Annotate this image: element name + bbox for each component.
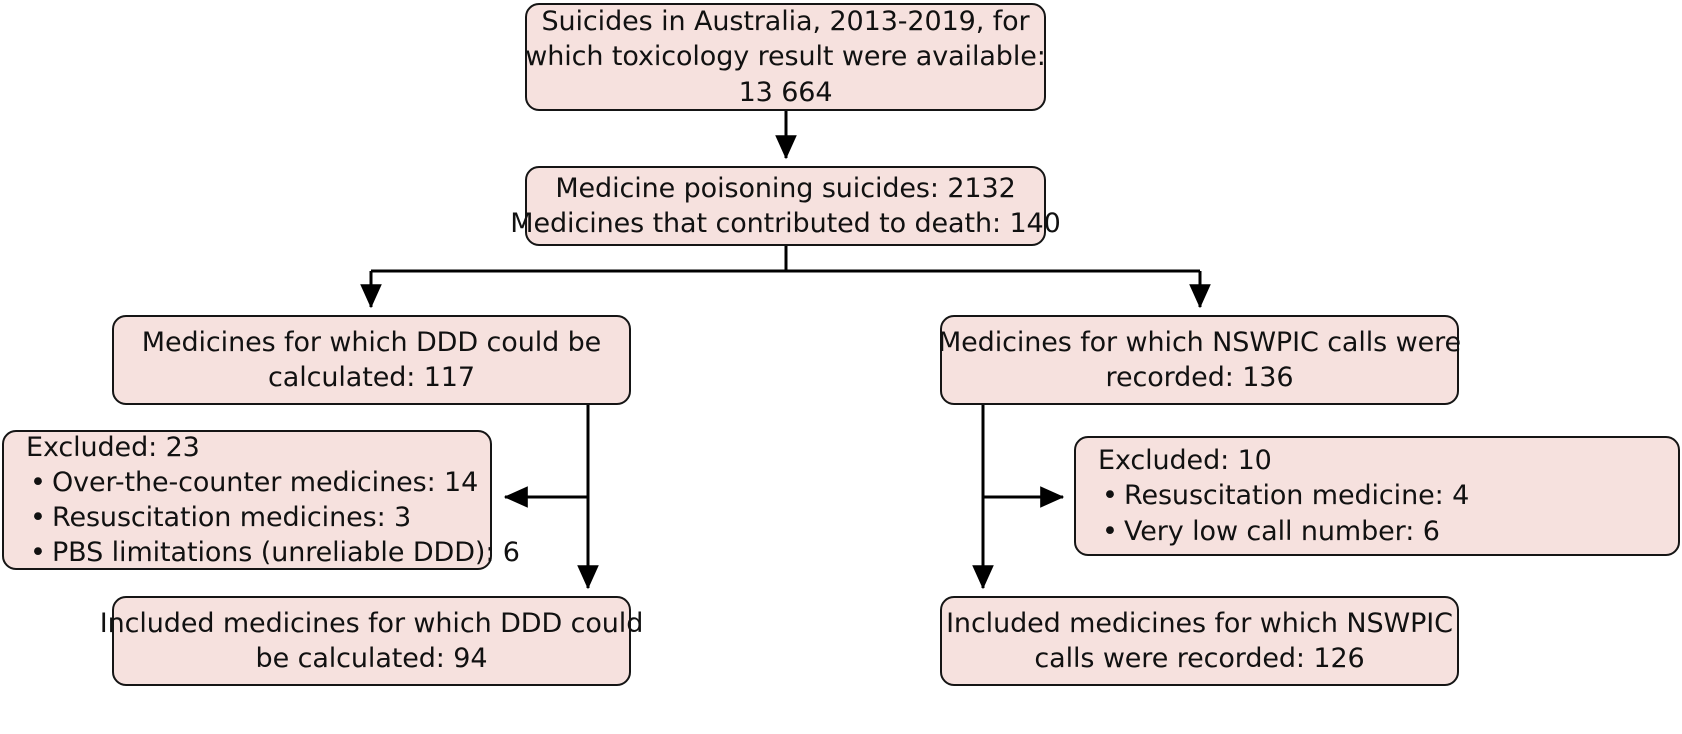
list-item: PBS limitations (unreliable DDD): 6	[30, 535, 520, 570]
list-item: Over-the-counter medicines: 14	[30, 465, 520, 500]
node-total-line-1: Suicides in Australia, 2013-2019, for	[541, 6, 1030, 38]
list-item: Resuscitation medicine: 4	[1102, 478, 1469, 513]
node-ddd-line-2: calculated: 117	[268, 362, 475, 393]
node-ddd-line-1: Medicines for which DDD could be	[141, 326, 602, 358]
node-excluded-left: Excluded: 23 Over-the-counter medicines:…	[2, 430, 520, 570]
node-total-line-2: which toxicology result were available:	[525, 41, 1046, 73]
node-nswpic-calls: Medicines for which NSWPIC calls were re…	[937, 315, 1462, 405]
node-excluded-right: Excluded: 10 Resuscitation medicine: 4 V…	[1074, 436, 1680, 556]
node-included-nswpic: Included medicines for which NSWPIC call…	[940, 596, 1459, 686]
node-excluded-right-heading: Excluded: 10	[1098, 445, 1272, 477]
list-item: Very low call number: 6	[1102, 514, 1469, 549]
edge-poisoning-split-bus	[371, 246, 1200, 273]
node-included-ddd-line-2: be calculated: 94	[255, 643, 488, 674]
node-poisoning-line-1: Medicine poisoning suicides: 2132	[555, 172, 1016, 204]
node-included-ddd: Included medicines for which DDD could b…	[100, 596, 643, 686]
node-nswpic-line-1: Medicines for which NSWPIC calls were	[937, 326, 1462, 358]
node-included-nswpic-line-1: Included medicines for which NSWPIC	[946, 607, 1453, 639]
node-ddd-calculated: Medicines for which DDD could be calcula…	[112, 315, 631, 405]
node-excluded-left-heading: Excluded: 23	[26, 431, 200, 463]
node-poisoning-line-2: Medicines that contributed to death: 140	[510, 208, 1061, 239]
node-included-ddd-line-1: Included medicines for which DDD could	[99, 607, 644, 639]
node-total-line-3: 13 664	[738, 76, 833, 108]
list-item: Resuscitation medicines: 3	[30, 500, 520, 535]
node-nswpic-line-2: recorded: 136	[1105, 362, 1294, 393]
node-medicine-poisoning: Medicine poisoning suicides: 2132 Medici…	[510, 166, 1061, 246]
node-included-nswpic-line-2: calls were recorded: 126	[1034, 643, 1365, 674]
node-excluded-left-list: Over-the-counter medicines: 14 Resuscita…	[26, 465, 520, 570]
node-total-suicides: Suicides in Australia, 2013-2019, for wh…	[525, 3, 1046, 111]
node-excluded-right-list: Resuscitation medicine: 4 Very low call …	[1098, 478, 1469, 548]
